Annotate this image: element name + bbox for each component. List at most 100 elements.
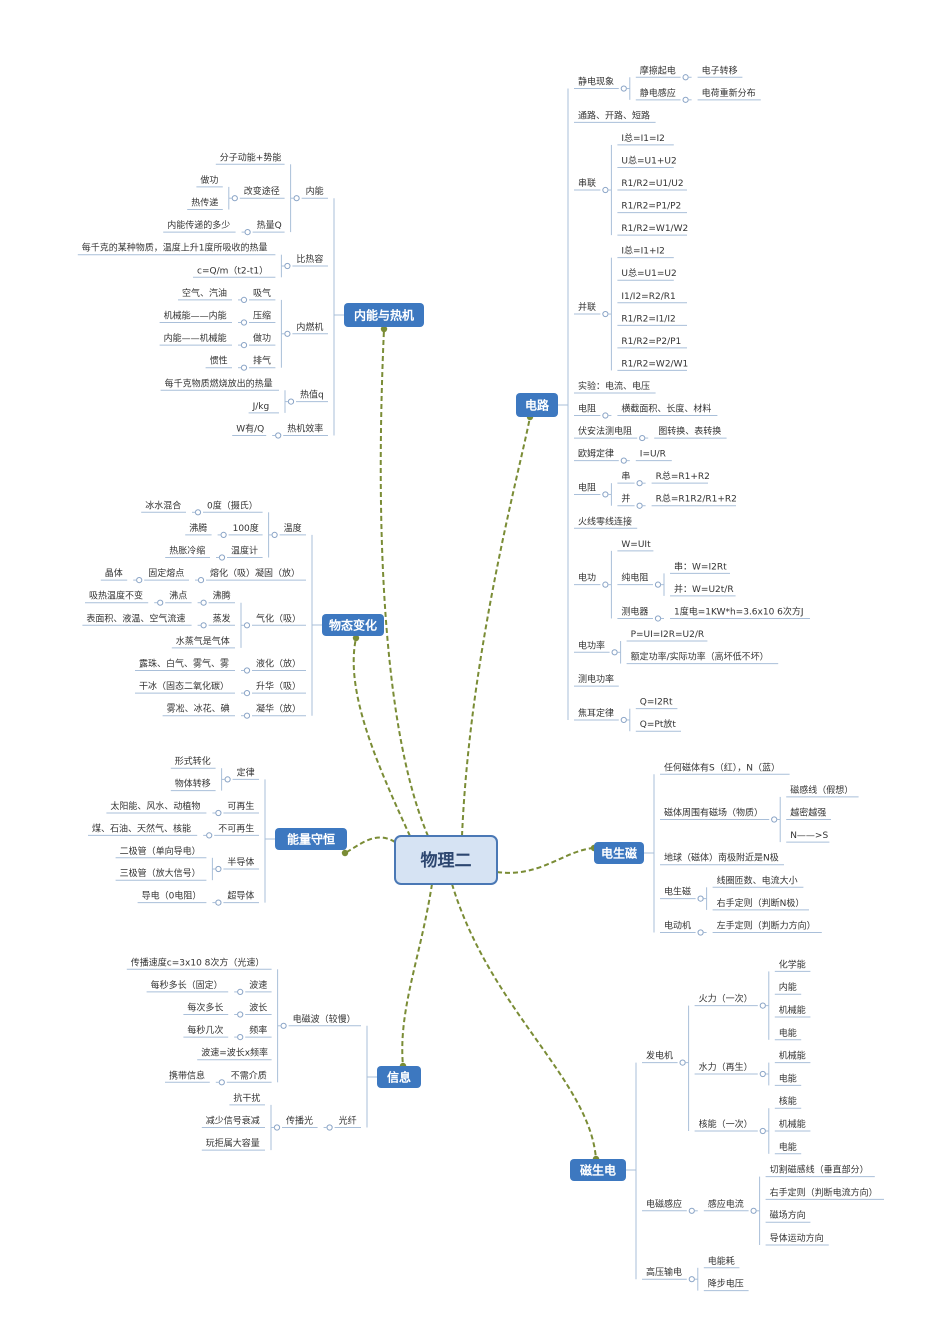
collapse-toggle[interactable] [273, 1124, 281, 1131]
collapse-toggle[interactable] [218, 554, 226, 561]
branch-neineng[interactable]: 内能与热机 [344, 303, 424, 327]
connector-dot [352, 634, 360, 642]
collapse-toggle[interactable] [220, 531, 227, 539]
collapse-toggle[interactable] [602, 581, 609, 588]
collapse-toggle[interactable] [682, 74, 689, 81]
node-label: 超导体 [227, 890, 254, 902]
collapse-toggle[interactable] [771, 816, 778, 823]
collapse-toggle[interactable] [284, 262, 291, 270]
collapse-toggle[interactable] [759, 1127, 766, 1135]
collapse-toggle[interactable] [620, 457, 627, 464]
collapse-toggle[interactable] [215, 899, 222, 906]
node-label: 每秒几次 [187, 1024, 223, 1036]
node-label: R总=R1+R2 [656, 470, 710, 482]
collapse-toggle[interactable] [679, 1059, 686, 1066]
node-label: 串：W=I2Rt [674, 561, 727, 572]
collapse-toggle[interactable] [284, 330, 291, 337]
collapse-toggle[interactable] [224, 776, 231, 783]
collapse-toggle[interactable] [602, 412, 609, 419]
node-label: 内能 [306, 185, 324, 197]
collapse-toggle[interactable] [244, 229, 251, 236]
collapse-toggle[interactable] [215, 865, 222, 873]
collapse-toggle[interactable] [237, 1011, 244, 1018]
collapse-toggle[interactable] [620, 85, 627, 92]
collapse-toggle[interactable] [293, 195, 300, 202]
collapse-toggle[interactable] [620, 716, 627, 724]
node-label: 减少信号衰减 [206, 1115, 260, 1127]
node-label: 内能——机械能 [164, 332, 227, 344]
collapse-toggle[interactable] [243, 667, 251, 674]
collapse-toggle[interactable] [602, 491, 609, 498]
collapse-toggle[interactable] [243, 690, 251, 697]
collapse-toggle[interactable] [759, 1002, 766, 1009]
collapse-toggle[interactable] [326, 1124, 333, 1131]
node-label: 化学能 [779, 958, 806, 970]
collapse-toggle[interactable] [688, 1276, 695, 1283]
root-node[interactable]: 物理二 [394, 835, 498, 885]
collapse-toggle[interactable] [194, 509, 202, 516]
node-label: 内能传递的多少 [167, 219, 230, 231]
collapse-toggle[interactable] [271, 531, 278, 539]
node-label: 温度 [284, 522, 302, 534]
node-label: 晶体 [105, 567, 123, 579]
collapse-toggle[interactable] [759, 1070, 766, 1078]
collapse-toggle[interactable] [682, 96, 689, 103]
collapse-toggle[interactable] [287, 398, 295, 405]
collapse-toggle[interactable] [275, 432, 282, 439]
branch-nengliang[interactable]: 能量守恒 [275, 828, 347, 850]
collapse-toggle[interactable] [218, 1079, 225, 1086]
collapse-toggle[interactable] [237, 988, 244, 996]
collapse-toggle[interactable] [611, 649, 618, 656]
connector-path [461, 416, 531, 837]
node-label: 焦耳定律 [578, 707, 614, 719]
node-label: 抗干扰 [233, 1092, 260, 1104]
collapse-toggle[interactable] [688, 1207, 695, 1214]
collapse-toggle[interactable] [240, 319, 248, 326]
collapse-toggle[interactable] [636, 480, 643, 487]
collapse-toggle[interactable] [231, 195, 238, 202]
collapse-toggle[interactable] [697, 929, 704, 936]
node-label: 半导体 [227, 856, 254, 868]
collapse-toggle[interactable] [697, 895, 704, 902]
collapse-toggle[interactable] [243, 622, 251, 629]
branch-dianshengci[interactable]: 电生磁 [594, 842, 644, 864]
node-label: 波速=波长x频率 [201, 1047, 268, 1059]
node-label: 左手定则（判断力方向） [717, 920, 816, 932]
branch-wutai[interactable]: 物态变化 [322, 614, 384, 636]
collapse-toggle[interactable] [206, 832, 213, 839]
node-label: 并：W=U2t/R [674, 583, 734, 595]
collapse-toggle[interactable] [639, 434, 646, 442]
collapse-toggle[interactable] [240, 296, 248, 303]
node-label: 右手定则（判断电流方向） [770, 1186, 878, 1198]
collapse-toggle[interactable] [636, 502, 643, 509]
collapse-toggle[interactable] [240, 342, 248, 349]
node-label: 沸点 [169, 590, 187, 602]
branch-xinxi[interactable]: 信息 [377, 1066, 421, 1088]
node-label: 图转换、表转换 [658, 425, 721, 437]
node-label: 比热容 [296, 253, 323, 265]
node-label: 静电现象 [578, 76, 614, 88]
collapse-toggle[interactable] [200, 622, 207, 629]
collapse-toggle[interactable] [602, 310, 609, 318]
collapse-toggle[interactable] [157, 599, 164, 606]
collapse-toggle[interactable] [197, 577, 205, 584]
node-label: 电能耗 [708, 1255, 735, 1267]
collapse-toggle[interactable] [215, 809, 222, 817]
branch-label: 物态变化 [329, 618, 377, 633]
node-label: 伏安法测电阻 [578, 425, 632, 437]
collapse-toggle[interactable] [243, 712, 251, 719]
collapse-toggle[interactable] [654, 581, 662, 588]
collapse-toggle[interactable] [654, 615, 662, 622]
branch-dianlu[interactable]: 电路 [516, 393, 558, 417]
node-label: 热胀冷缩 [169, 545, 205, 557]
node-label: 电荷重新分布 [702, 87, 756, 99]
branch-cishengdian[interactable]: 磁生电 [570, 1159, 626, 1181]
connector-path [379, 328, 429, 837]
collapse-toggle[interactable] [237, 1034, 244, 1041]
collapse-toggle[interactable] [750, 1207, 757, 1214]
collapse-toggle[interactable] [280, 1022, 287, 1029]
collapse-toggle[interactable] [136, 577, 143, 584]
collapse-toggle[interactable] [602, 186, 609, 194]
collapse-toggle[interactable] [240, 364, 248, 371]
collapse-toggle[interactable] [200, 599, 207, 606]
